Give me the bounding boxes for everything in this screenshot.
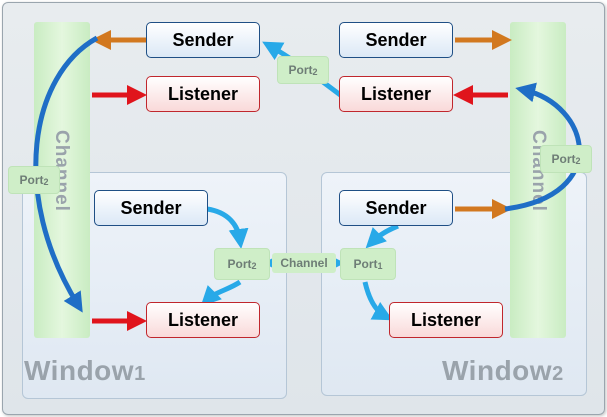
top-left-sender: Sender xyxy=(146,22,260,58)
window-1-label-text: Window xyxy=(24,355,135,386)
top-port-2-sub: 2 xyxy=(312,66,318,77)
window1-sender-to-port-arrow xyxy=(206,206,249,249)
window2-port-1-text: Port xyxy=(353,257,378,271)
window-2-label-text: Window xyxy=(442,355,553,386)
message-channel-label: Channel xyxy=(272,253,336,273)
window2-port-to-listener-arrow xyxy=(362,281,393,321)
window-2-label: Window2 xyxy=(442,355,564,387)
top-right-listener: Listener xyxy=(339,76,453,112)
right-channel-port-2-sub: 2 xyxy=(575,155,581,166)
left-channel-port-2-text: Port xyxy=(19,173,44,187)
window-2-label-sub: 2 xyxy=(552,363,564,385)
top-right-sender: Sender xyxy=(339,22,453,58)
right-channel-bar xyxy=(510,22,566,338)
left-channel-port-2-sub: 2 xyxy=(43,176,49,187)
window1-listener: Listener xyxy=(146,302,260,338)
top-left-listener: Listener xyxy=(146,76,260,112)
window-1-label-sub: 1 xyxy=(134,363,146,385)
window1-port-to-listener-arrow xyxy=(200,279,242,307)
window2-listener: Listener xyxy=(389,302,503,338)
window1-port-2-text: Port xyxy=(227,257,252,271)
window2-port-1-sub: 1 xyxy=(377,260,383,271)
window-1-label: Window1 xyxy=(24,355,146,387)
window1-sender: Sender xyxy=(94,190,208,226)
window2-sender-to-port-arrow xyxy=(365,223,399,249)
window1-port-2-sub: 2 xyxy=(251,260,257,271)
right-channel-port-2-text: Port xyxy=(551,152,576,166)
top-port-2-text: Port xyxy=(288,63,313,77)
left-channel-route-arrow xyxy=(33,35,99,313)
window2-sender: Sender xyxy=(339,190,453,226)
